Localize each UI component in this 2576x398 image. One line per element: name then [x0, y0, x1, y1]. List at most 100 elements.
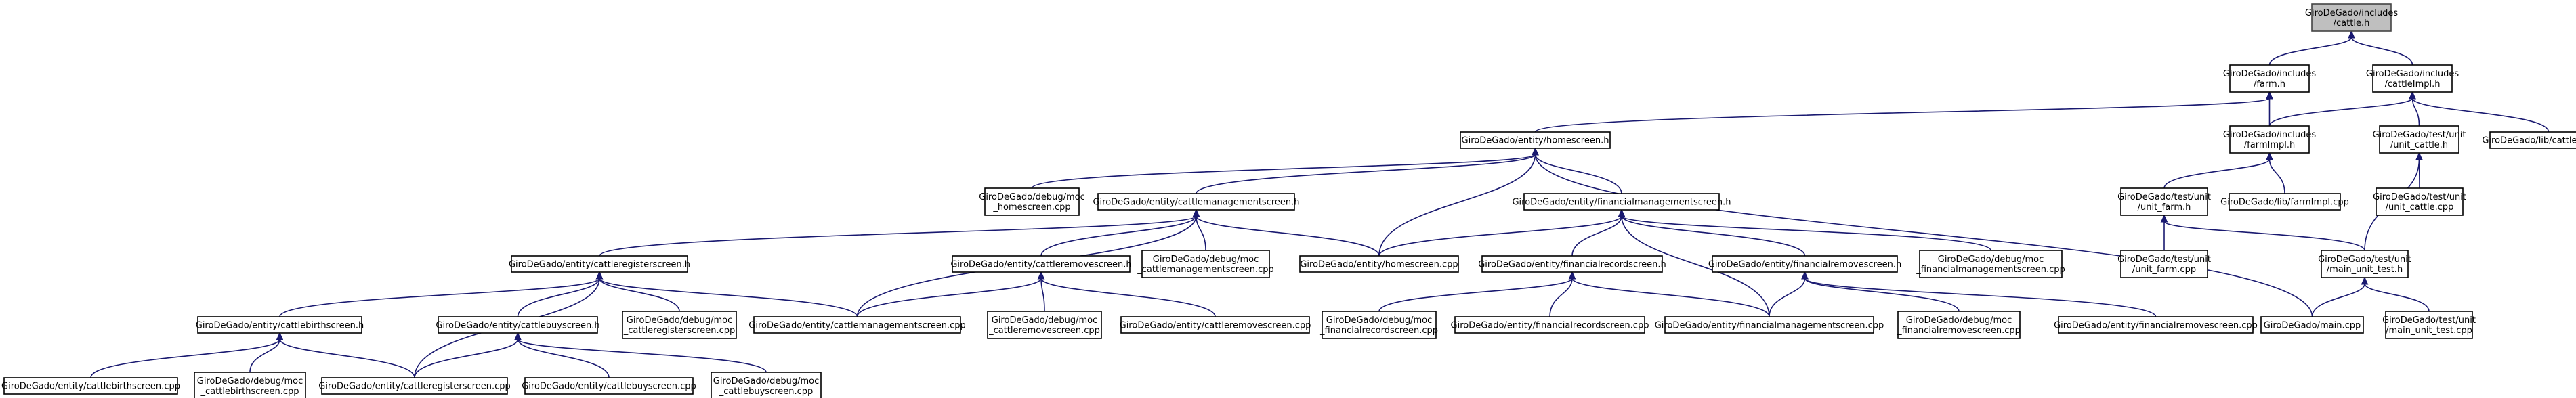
file-node-cattleimpl-h[interactable]: GiroDeGado/includes/cattleImpl.h	[2366, 64, 2459, 93]
file-node-financialremove-h[interactable]: GiroDeGado/entity/financialremovescreen.…	[1708, 255, 1901, 273]
node-box	[1299, 255, 1459, 273]
file-node-test-unit-cattle-h[interactable]: GiroDeGado/test/unit/unit_cattle.h	[2373, 125, 2466, 154]
dependency-edge	[2361, 276, 2430, 312]
file-node-cattlebirth-h[interactable]: GiroDeGado/entity/cattlebirthscreen.h	[196, 316, 364, 334]
edge-line	[1621, 215, 1806, 257]
node-label-line: /unit_cattle.h	[2390, 140, 2448, 150]
edge-line	[1040, 278, 1216, 317]
file-node-debug-cattlemanagement-cpp[interactable]: GiroDeGado/debug/moc_cattlemanagementscr…	[1137, 250, 1274, 278]
file-node-cattlebuy-h[interactable]: GiroDeGado/entity/cattlebuyscreen.h	[436, 316, 600, 334]
file-node-cattleremove-h[interactable]: GiroDeGado/entity/cattleremovescreen.h	[950, 255, 1132, 273]
node-box	[2379, 125, 2459, 154]
dependency-edge	[2160, 214, 2365, 251]
file-node-debug-homescreen-cpp[interactable]: GiroDeGado/debug/moc_homescreen.cpp	[979, 187, 1085, 216]
node-label-line: _cattleregisterscreen.cpp	[623, 326, 736, 336]
node-box	[194, 372, 306, 398]
node-box	[438, 316, 598, 334]
file-node-lib-farmimpl-cpp[interactable]: GiroDeGado/lib/farmImpl.cpp	[2220, 193, 2349, 211]
file-node-cattleregister-cpp[interactable]: GiroDeGado/entity/cattleregisterscreen.c…	[318, 377, 511, 395]
node-label-line: _cattlemanagementscreen.cpp	[1137, 265, 1274, 275]
file-node-cattleregister-h[interactable]: GiroDeGado/entity/cattleregisterscreen.h	[509, 255, 690, 273]
arrowhead	[1192, 208, 1200, 217]
dependency-edge	[2268, 30, 2355, 66]
edge-line	[1040, 278, 1045, 312]
file-node-main-unit-test-h[interactable]: GiroDeGado/test/unit/main_unit_test.h	[2318, 250, 2411, 278]
arrowhead	[1037, 271, 1045, 280]
edge-line	[599, 215, 1197, 257]
node-label-line: GiroDeGado/includes	[2305, 8, 2398, 18]
file-node-main-unit-test-cpp[interactable]: GiroDeGado/test/unit/main_unit_test.cpp	[2382, 311, 2476, 339]
edge-line	[279, 338, 415, 378]
file-node-cattlemanagement-cpp[interactable]: GiroDeGado/entity/cattlemanagementscreen…	[748, 316, 966, 334]
file-node-debug-cattlebuy-cpp[interactable]: GiroDeGado/debug/moc_cattlebuyscreen.cpp	[711, 372, 822, 398]
file-node-financialmanagement-h[interactable]: GiroDeGado/entity/financialmanagementscr…	[1512, 193, 1731, 211]
node-label-line: GiroDeGado/includes	[2223, 69, 2316, 79]
file-node-financialmanagement-cpp[interactable]: GiroDeGado/entity/financialmanagementscr…	[1655, 316, 1884, 334]
node-box	[622, 311, 737, 339]
node-label-line: GiroDeGado/entity/cattlebuyscreen.cpp	[522, 382, 696, 392]
node-box	[197, 316, 362, 334]
node-label-line: GiroDeGado/test/unit	[2373, 192, 2466, 202]
edge-line	[1534, 154, 2313, 317]
file-node-lib-cattleimpl-cpp[interactable]: GiroDeGado/lib/cattleImpl.cpp	[2482, 131, 2576, 149]
node-label-line: /main_unit_test.cpp	[2386, 326, 2472, 336]
edge-line	[2268, 37, 2352, 66]
file-node-financialrecords-cpp[interactable]: GiroDeGado/entity/financialrecordscreen.…	[1451, 316, 1649, 334]
node-box	[987, 311, 1102, 339]
dependency-edge	[595, 271, 858, 317]
file-node-cattlebirth-cpp[interactable]: GiroDeGado/entity/cattlebirthscreen.cpp	[1, 377, 180, 395]
file-node-cattle-h[interactable]: GiroDeGado/includes/cattle.h	[2305, 3, 2398, 32]
file-node-cattlebuy-cpp[interactable]: GiroDeGado/entity/cattlebuyscreen.cpp	[522, 377, 696, 395]
node-label-line: /cattleImpl.h	[2384, 79, 2440, 89]
node-label-line: GiroDeGado/entity/cattlemanagementscreen…	[748, 321, 965, 331]
file-node-debug-financialremove-cpp[interactable]: GiroDeGado/debug/moc_financialremovescre…	[1897, 311, 2021, 339]
edge-line	[1378, 215, 1622, 257]
file-node-farmimpl-h[interactable]: GiroDeGado/includes/farmImpl.h	[2223, 125, 2316, 154]
arrowhead	[595, 271, 604, 280]
file-node-financialremove-cpp[interactable]: GiroDeGado/entity/financialremovescreen.…	[2054, 316, 2258, 334]
file-node-debug-cattleregister-cpp[interactable]: GiroDeGado/debug/moc_cattleregisterscree…	[622, 311, 737, 339]
dependency-edge	[1031, 147, 1539, 189]
file-node-debug-cattlebirth-cpp[interactable]: GiroDeGado/debug/moc_cattlebirthscreen.c…	[194, 372, 306, 398]
file-node-cattleremove-cpp[interactable]: GiroDeGado/entity/cattleremovescreen.cpp	[1120, 316, 1311, 334]
node-box	[2229, 193, 2341, 211]
file-node-homescreen-cpp[interactable]: GiroDeGado/entity/homescreen.cpp	[1299, 255, 1459, 273]
dependency-edge	[2163, 152, 2273, 189]
file-node-cattlemanagement-h[interactable]: GiroDeGado/entity/cattlemanagementscreen…	[1093, 193, 1300, 211]
node-box	[2120, 250, 2208, 278]
node-box	[1712, 255, 1898, 273]
node-label-line: GiroDeGado/lib/cattleImpl.cpp	[2482, 136, 2576, 146]
file-node-financialrecords-h[interactable]: GiroDeGado/entity/financialrecordscreen.…	[1478, 255, 1666, 273]
dependency-edge	[1568, 271, 1770, 317]
nodes-layer: GiroDeGado/includes/cattle.hGiroDeGado/i…	[1, 3, 2576, 398]
dependency-edge	[856, 271, 1045, 317]
node-box	[1523, 193, 1720, 211]
node-label-line: GiroDeGado/test/unit	[2373, 130, 2466, 140]
node-label-line: GiroDeGado/entity/financialmanagementscr…	[1512, 198, 1731, 208]
node-box	[2229, 125, 2310, 154]
file-node-test-unit-cattle-cpp[interactable]: GiroDeGado/test/unit/unit_cattle.cpp	[2373, 187, 2466, 216]
file-node-homescreen-h[interactable]: GiroDeGado/entity/homescreen.h	[1460, 131, 1611, 149]
arrowhead	[2348, 30, 2355, 39]
file-node-main-cpp[interactable]: GiroDeGado/main.cpp	[2260, 316, 2364, 334]
file-node-test-unit-farm-cpp[interactable]: GiroDeGado/test/unit/unit_farm.cpp	[2117, 250, 2211, 278]
edge-line	[599, 278, 680, 312]
edge-line	[2268, 158, 2285, 194]
file-node-debug-financialmanagement-cpp[interactable]: GiroDeGado/debug/moc_financialmanagement…	[1916, 250, 2065, 278]
node-box	[2385, 311, 2473, 339]
edge-line	[1571, 215, 1622, 257]
file-node-debug-financialrecords-cpp[interactable]: GiroDeGado/debug/moc_financialrecordscre…	[1319, 311, 1438, 339]
node-label-line: /farm.h	[2254, 79, 2285, 89]
edge-line	[1534, 154, 1622, 194]
node-box	[1460, 131, 1611, 149]
arrowhead	[2160, 214, 2168, 223]
file-node-debug-cattleremove-cpp[interactable]: GiroDeGado/debug/moc_cattleremovescreen.…	[987, 311, 1102, 339]
dependency-edge	[276, 332, 415, 378]
node-label-line: _financialrecordscreen.cpp	[1319, 326, 1438, 336]
dependency-edge	[2409, 91, 2550, 133]
dependency-edge	[2311, 276, 2369, 317]
file-node-farm-h[interactable]: GiroDeGado/includes/farm.h	[2223, 64, 2316, 93]
file-node-test-unit-farm-h[interactable]: GiroDeGado/test/unit/unit_farm.h	[2117, 187, 2211, 216]
edge-line	[279, 278, 600, 317]
